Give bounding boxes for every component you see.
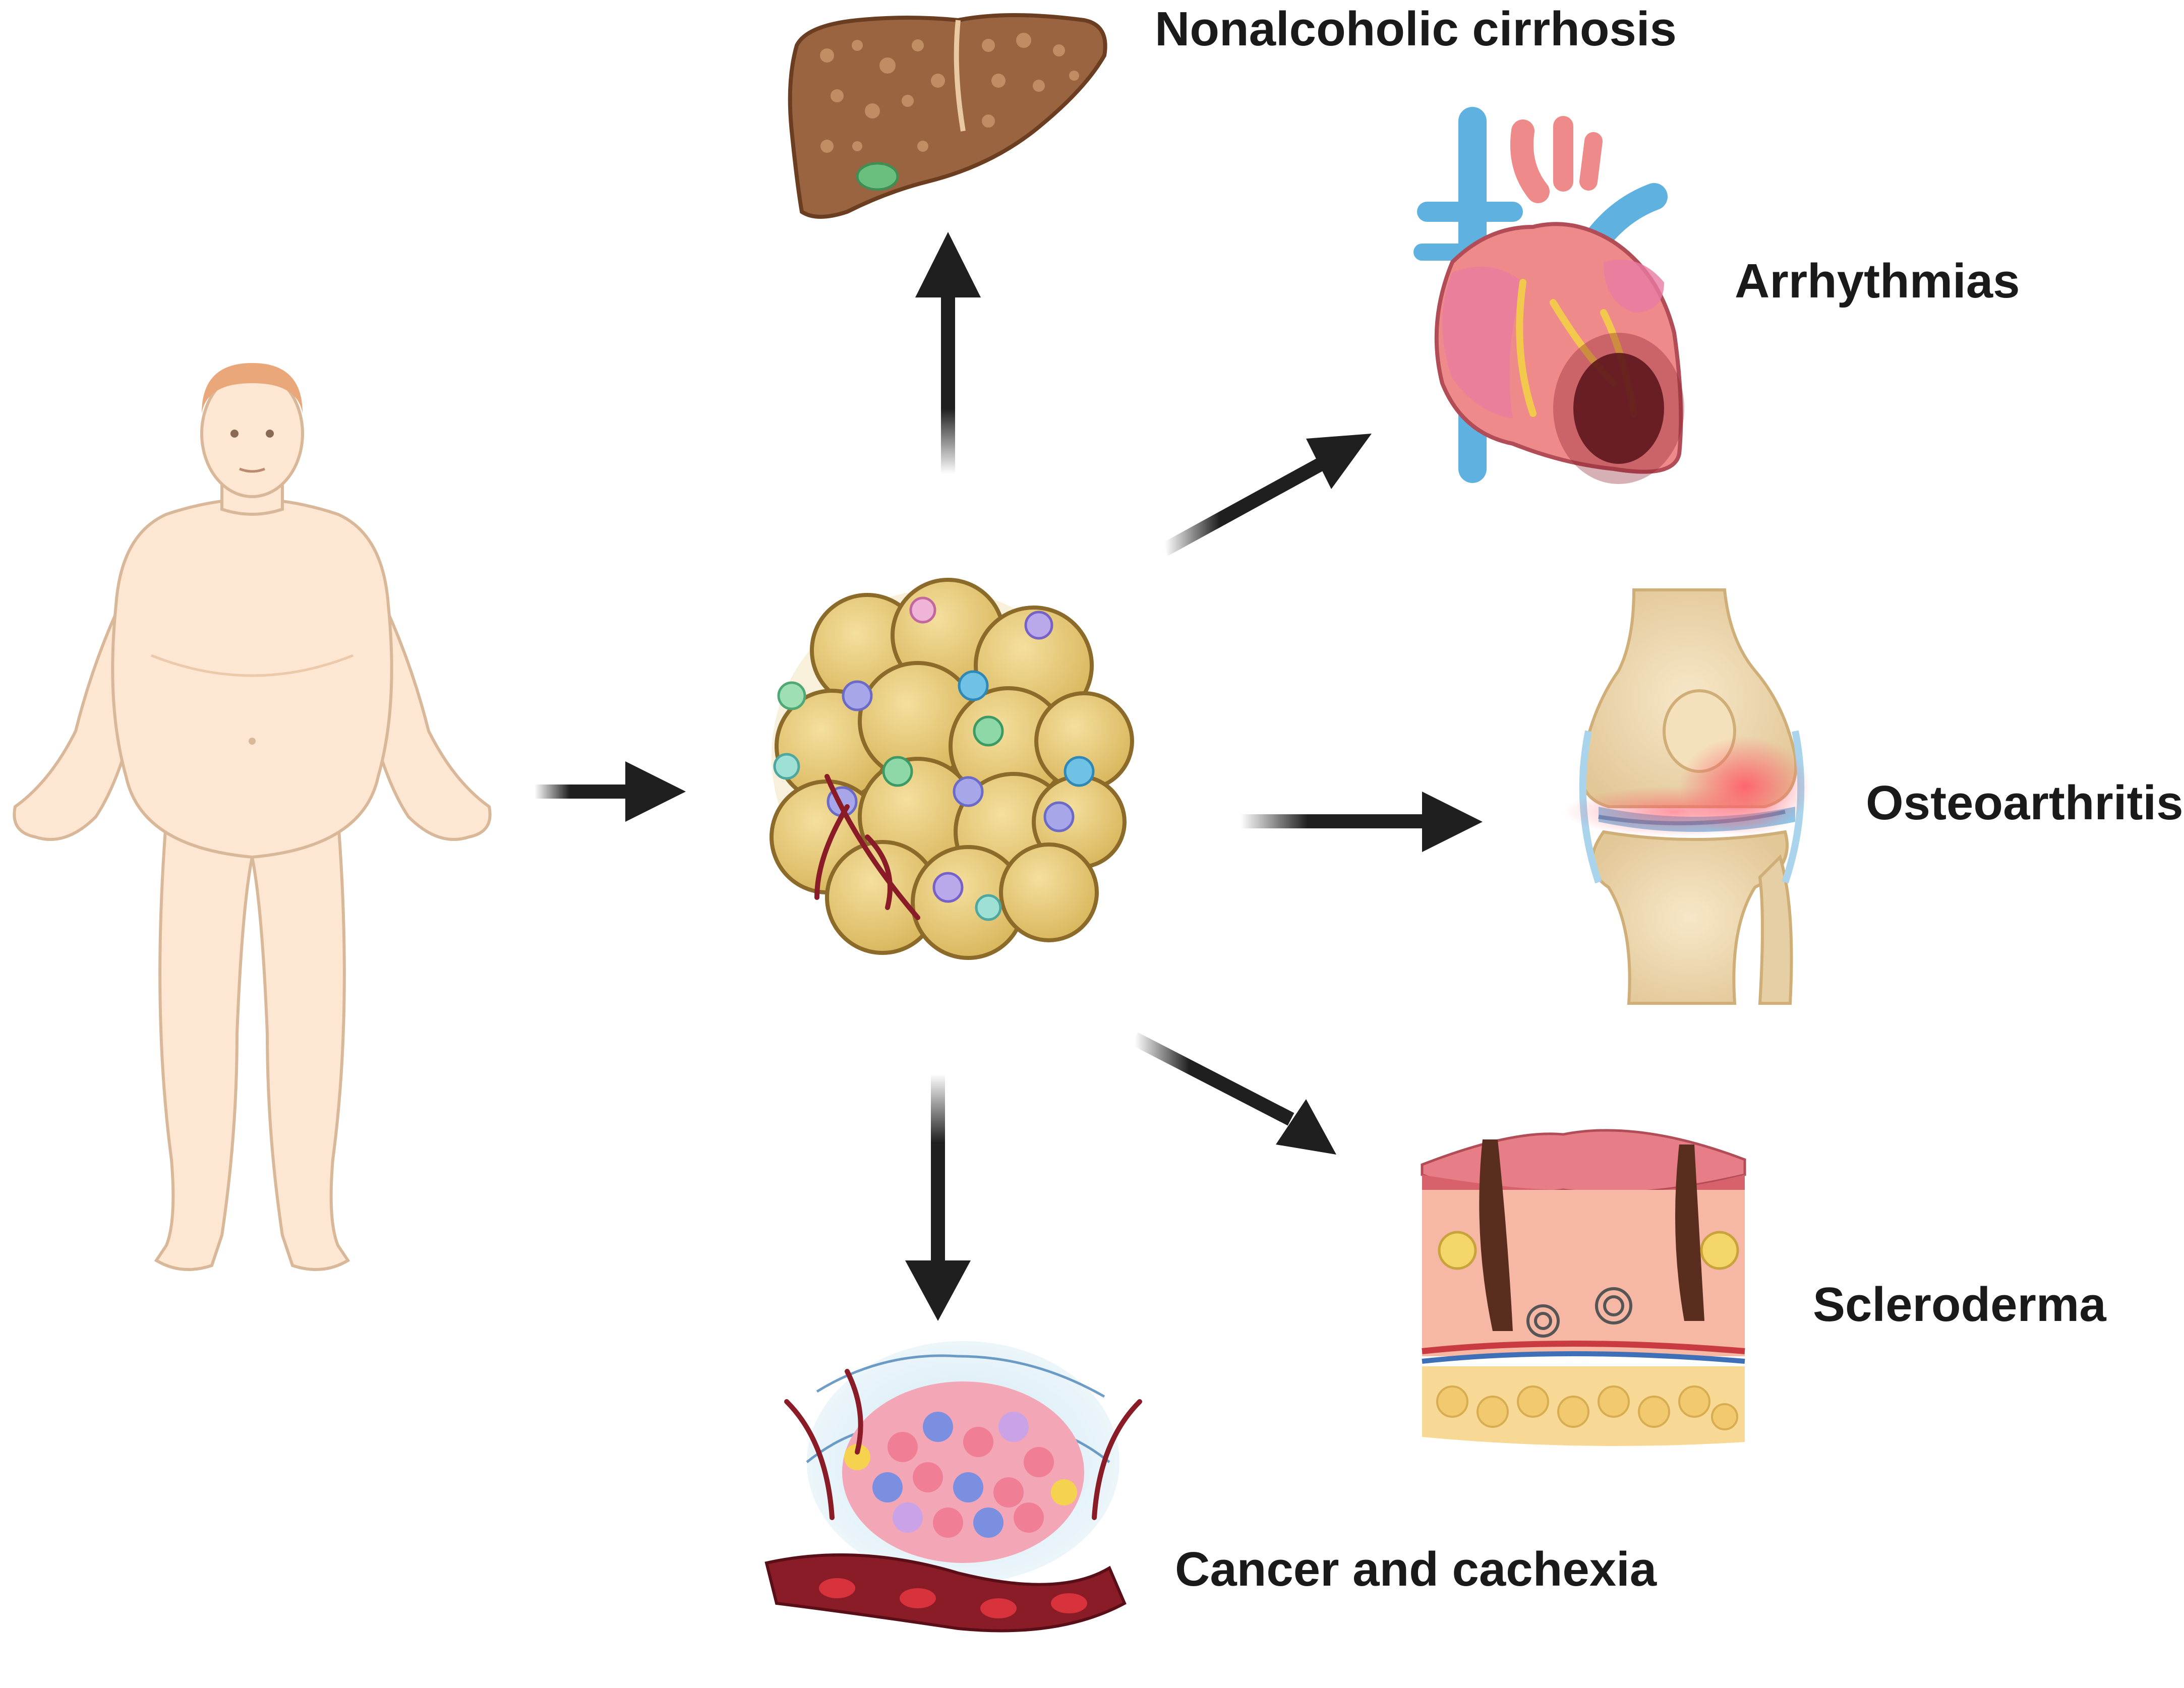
cirrhotic-liver-icon [788, 13, 1107, 219]
knee-joint-icon [1563, 588, 1810, 1005]
heart-icon [1413, 107, 1684, 484]
arrow-to-skin [1131, 1032, 1336, 1155]
arrow-person-to-adipose [535, 761, 686, 822]
person-details [151, 363, 353, 745]
arrow-to-tumor [905, 1074, 971, 1321]
skin-cross-section-icon [1421, 1129, 1746, 1446]
arrow-to-liver [915, 232, 981, 474]
label-cancer: Cancer and cachexia [1175, 1542, 1657, 1596]
label-osteoarthritis: Osteoarthritis [1866, 776, 2183, 830]
tumor-icon [764, 1341, 1142, 1633]
arrow-to-heart [1161, 434, 1372, 556]
adipose-tissue-icon [770, 578, 1134, 960]
label-scleroderma: Scleroderma [1813, 1278, 2106, 1332]
arrow-to-knee [1241, 792, 1483, 852]
label-cirrhosis: Nonalcoholic cirrhosis [1155, 2, 1677, 56]
obese-person-icon [13, 369, 492, 1271]
label-arrhythmias: Arrhythmias [1735, 254, 2020, 308]
